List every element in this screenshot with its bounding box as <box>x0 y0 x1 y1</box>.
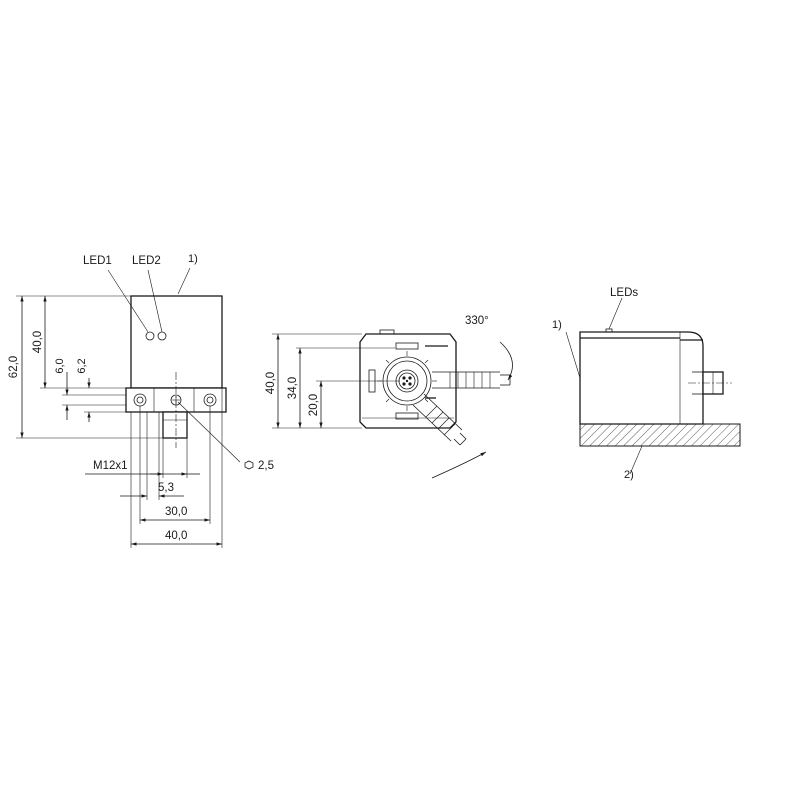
dim-20-label: 20,0 <box>308 394 320 416</box>
dim-62-label: 62,0 <box>8 356 20 378</box>
led1-indicator <box>145 331 155 341</box>
dim-40-horizontal-label: 40,0 <box>165 530 187 542</box>
dim-34-label: 34,0 <box>287 377 299 399</box>
note-1-label: 1) <box>188 253 198 265</box>
thread-label: M12x1 <box>93 460 128 472</box>
front-view: 62,0 40,0 6,0 6,2 M12x1 5,3 30,0 <box>8 253 274 548</box>
m12-connector <box>162 411 188 439</box>
sensor-body-side <box>579 331 704 425</box>
dim-40-top-label: 40,0 <box>265 372 277 394</box>
led2-label: LED2 <box>132 255 161 267</box>
led1-label: LED1 <box>83 255 112 267</box>
side-note-2-label: 2) <box>624 469 634 481</box>
wrench-size-label: 2,5 <box>258 460 274 472</box>
side-note-1-label: 1) <box>552 319 562 331</box>
rotation-arc <box>431 451 487 479</box>
dim-30-label: 30,0 <box>165 506 187 518</box>
side-view: LEDs 1) 2) <box>552 287 741 481</box>
leds-label: LEDs <box>610 287 638 299</box>
dim-62s-label: 6,2 <box>76 358 88 373</box>
sensor-body <box>130 295 223 389</box>
top-view: 330° 40,0 34,0 20,0 <box>265 315 513 479</box>
cable-straight <box>432 371 511 389</box>
angle-label: 330° <box>465 315 489 327</box>
dim-53-label: 5,3 <box>158 482 174 494</box>
dim-6-label: 6,0 <box>54 358 66 373</box>
mounting-base-hatched <box>579 423 741 447</box>
dim-40-vertical-label: 40,0 <box>32 331 44 353</box>
cable-angled <box>412 393 467 446</box>
hexagon-icon <box>244 460 254 470</box>
rotating-head <box>368 342 437 420</box>
